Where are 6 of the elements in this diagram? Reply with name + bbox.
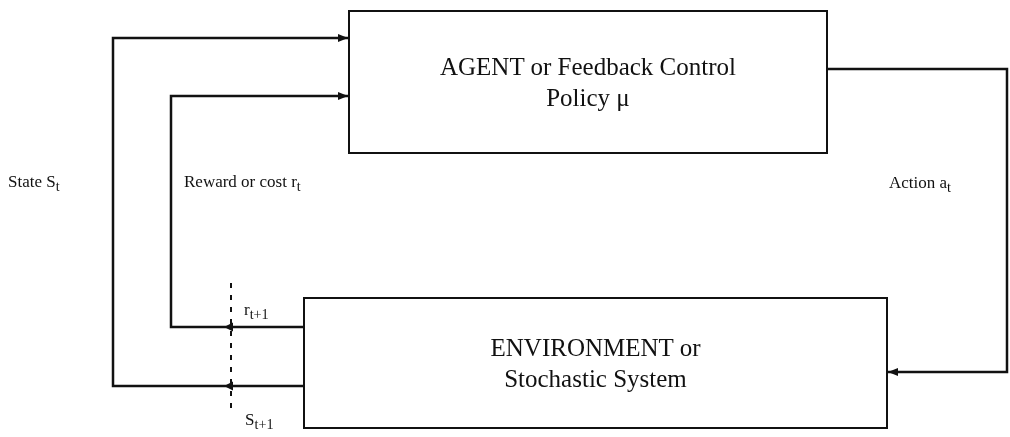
signal-label: S$_{t+1}$ — [245, 410, 274, 434]
block-box — [303, 297, 888, 429]
signal-label: r$_{t+1}$ — [244, 300, 269, 324]
block-title: AGENT or Feedback Control Policy μ — [439, 51, 737, 113]
block-box — [348, 10, 828, 154]
block-title: ENVIRONMENT or Stochastic System — [489, 332, 702, 394]
